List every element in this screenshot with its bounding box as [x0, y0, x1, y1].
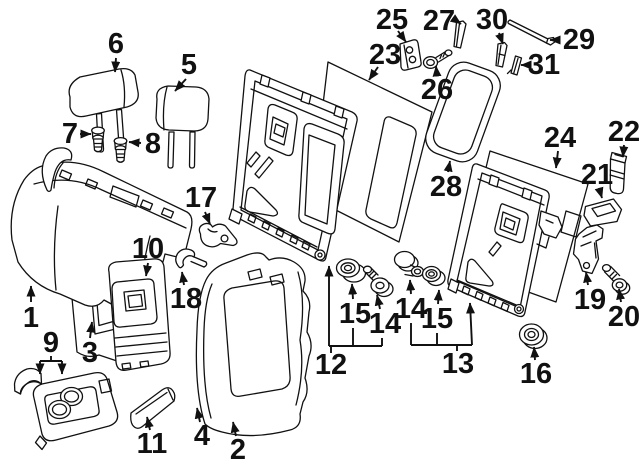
- callout-1-label: 1: [23, 302, 39, 334]
- latch-bezel: [583, 198, 623, 231]
- callout-3-label: 3: [82, 337, 98, 369]
- seat-back-cover-right: [195, 252, 312, 437]
- callout-15-right: 15: [421, 289, 453, 335]
- latch-lock: [572, 224, 604, 275]
- headrest-guide-right: [113, 136, 128, 163]
- pivot-bushing-left: [335, 258, 367, 283]
- headrest-right: [155, 85, 210, 169]
- pivot-pin: [393, 250, 425, 278]
- callout-11-label: 11: [137, 428, 168, 460]
- callout-17-label: 17: [185, 182, 217, 214]
- callout-10-label: 10: [132, 233, 164, 265]
- mount-bracket: [399, 39, 422, 71]
- callout-15-left-label: 15: [339, 298, 371, 330]
- callout-31: 31: [520, 49, 560, 81]
- callout-5-label: 5: [181, 49, 197, 81]
- wire-hook: [175, 248, 208, 269]
- pivot-bushing-right: [421, 265, 446, 287]
- callout-12-label: 12: [315, 349, 347, 381]
- callout-4: 4: [194, 407, 210, 452]
- callout-17: 17: [185, 182, 217, 225]
- callout-30-label: 30: [476, 4, 508, 36]
- callout-29-label: 29: [563, 24, 595, 56]
- callout-3: 3: [82, 321, 98, 369]
- callout-20-label: 20: [608, 301, 640, 333]
- callout-15-right-label: 15: [421, 303, 453, 335]
- grommet: [518, 323, 548, 350]
- callout-23: 23: [368, 39, 401, 81]
- lock-button: [609, 151, 628, 195]
- callout-28: 28: [430, 160, 462, 203]
- callout-9: 9: [35, 327, 67, 375]
- callout-23-label: 23: [369, 39, 401, 71]
- callout-1: 1: [23, 285, 39, 334]
- hex-bolt: [422, 49, 453, 69]
- callout-19-label: 19: [574, 284, 606, 316]
- callout-11: 11: [137, 416, 168, 460]
- callout-13: 13: [410, 302, 475, 380]
- trim-cover: [130, 387, 176, 429]
- callout-21-label: 21: [581, 159, 613, 191]
- seal-frame: [425, 61, 501, 163]
- support-rod: [507, 19, 557, 46]
- callout-15-left: 15: [339, 283, 371, 330]
- callout-6-label: 6: [108, 28, 124, 60]
- callout-25: 25: [376, 4, 408, 43]
- retainer-clip: [506, 55, 523, 76]
- spacer-strip: [453, 20, 467, 49]
- callout-20: 20: [608, 288, 640, 333]
- callout-14-right: 14: [395, 279, 427, 325]
- callout-14-left: 14: [369, 294, 401, 340]
- latch-striker-bracket: [198, 222, 238, 248]
- armrest-assembly: [13, 367, 119, 451]
- callout-14-left-label: 14: [369, 308, 401, 340]
- callout-14-right-label: 14: [395, 293, 427, 325]
- callout-25-label: 25: [376, 4, 408, 36]
- callout-22-label: 22: [608, 116, 640, 148]
- callout-26-label: 26: [421, 74, 453, 106]
- callout-5: 5: [174, 49, 197, 92]
- callout-4-label: 4: [194, 420, 210, 452]
- seat-frame-right: [447, 163, 563, 318]
- callout-18: 18: [170, 271, 202, 315]
- callout-12: 12: [315, 265, 383, 381]
- callout-8-label: 8: [145, 128, 161, 160]
- callout-7: 7: [62, 118, 92, 150]
- shoulder-bolt: [362, 265, 394, 298]
- callout-10: 10: [132, 233, 164, 277]
- callout-30: 30: [476, 4, 508, 45]
- callout-6: 6: [108, 28, 124, 73]
- retainer-strip: [495, 41, 508, 68]
- callout-27: 27: [423, 5, 462, 37]
- seat-frame-center: [228, 69, 358, 262]
- callout-16-label: 16: [520, 358, 552, 390]
- callout-2: 2: [230, 421, 246, 466]
- lock-screw: [601, 263, 631, 295]
- callout-26: 26: [421, 65, 453, 106]
- callout-24-label: 24: [544, 122, 576, 154]
- callout-31-label: 31: [528, 49, 560, 81]
- headrest-left: [68, 67, 139, 153]
- callout-22: 22: [608, 116, 640, 158]
- callout-7-label: 7: [62, 118, 78, 150]
- callout-27-label: 27: [423, 5, 455, 37]
- callout-2-label: 2: [230, 434, 246, 466]
- callout-24: 24: [544, 122, 576, 169]
- callout-19: 19: [574, 271, 606, 316]
- callout-16: 16: [520, 346, 552, 390]
- callout-29: 29: [549, 24, 595, 56]
- headrest-guide-left: [91, 126, 105, 153]
- callout-21: 21: [581, 159, 613, 199]
- callout-8: 8: [128, 128, 161, 160]
- callout-9-label: 9: [43, 327, 59, 359]
- armrest-frame: [108, 258, 171, 371]
- callout-18-label: 18: [170, 283, 202, 315]
- callout-13-label: 13: [442, 348, 474, 380]
- callout-28-label: 28: [430, 171, 462, 203]
